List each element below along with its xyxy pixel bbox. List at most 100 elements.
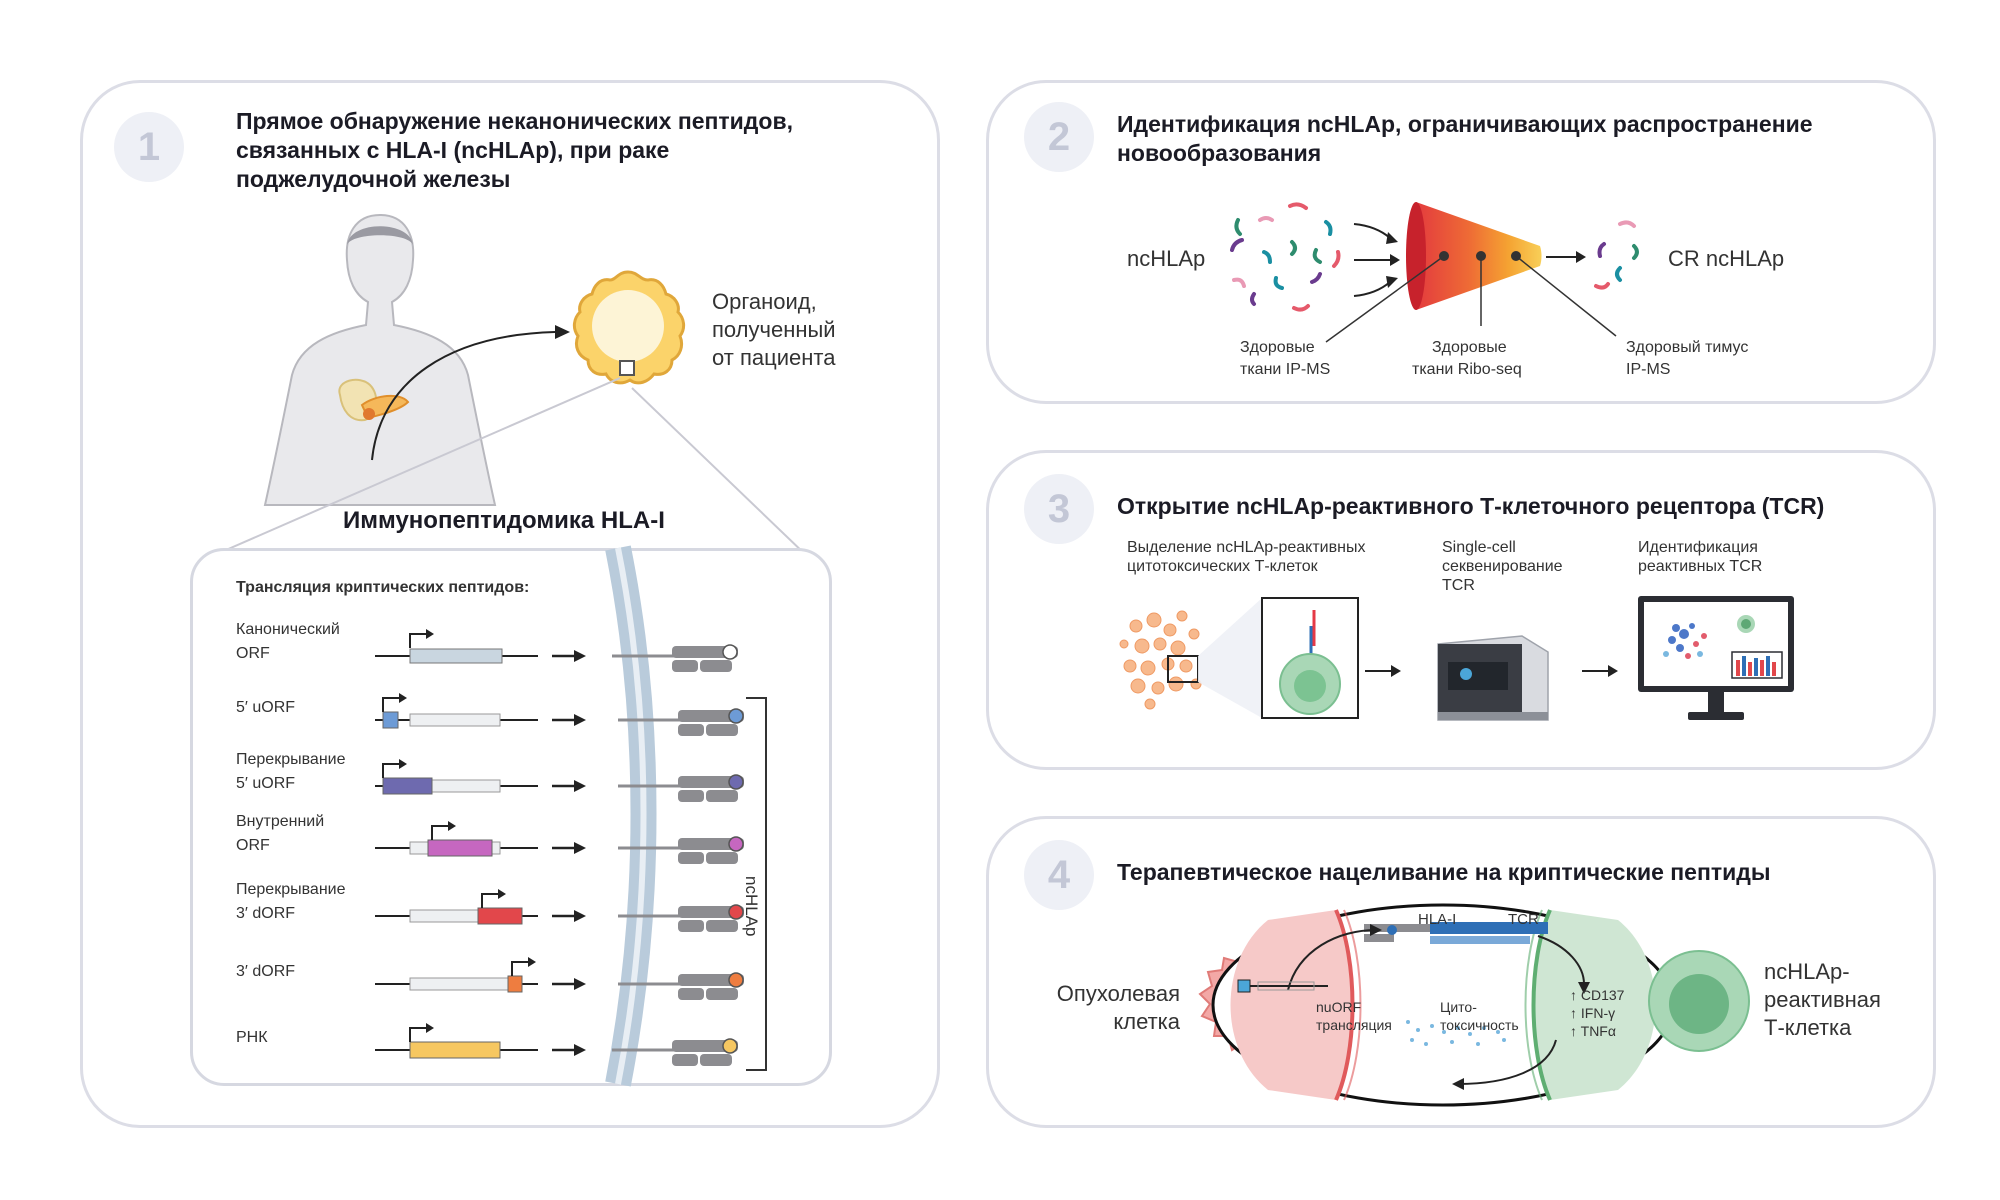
orf-row-label: РНК [236,1026,268,1050]
start-site-arrow [481,893,500,908]
translation-arrowhead [574,910,586,922]
bracket-label: ncHLAp [742,876,761,937]
nchlap-bracket [746,697,767,1071]
orf-box [507,975,523,993]
start-site-arrowhead [399,693,407,703]
orf-row-label-line: ORF [236,645,270,662]
marker-cd137: ↑ CD137 [1570,987,1625,1003]
translation-arrowhead [574,714,586,726]
transfer-arrow [371,325,570,461]
orf-box [477,907,523,925]
panel-2-title-line: новообразования [1117,140,1322,166]
hla-domain [700,1054,732,1066]
reactive-tcell-label: ncHLAp- реактивная Т-клетка [1764,958,1881,1042]
organoid-label-line: полученный [712,317,836,342]
filter-2-label: Здоровые ткани Ribo-seq [1412,337,1522,381]
organoid-label-line: Органоид, [712,289,817,314]
hla-domain [678,710,744,722]
step-1-label-line: Выделение ncHLAp-реактивных [1127,539,1366,556]
step-3-label-line: Идентификация [1638,539,1758,556]
orf-row-label-line: 3′ dORF [236,963,296,980]
orf-row-graphic [375,889,744,932]
peptide [728,774,744,790]
orf-row-label-line: Внутренний [236,813,325,830]
hla-domain [678,920,704,932]
filter-2-label-line: ткани Ribo-seq [1412,361,1522,378]
step-1-label-line: цитотоксических Т-клеток [1127,558,1318,575]
orf-row-label-line: Перекрывание [236,751,346,768]
hla-domain [678,988,704,1000]
start-site-arrowhead [498,889,506,899]
filter-1-label-line: ткани IP-MS [1240,361,1331,378]
orf-box [382,777,433,795]
filter-3-label-line: Здоровый тимус [1626,339,1749,356]
panel-2-number: 2 [1024,102,1094,172]
sequencer-illustration [1437,635,1549,721]
panel-3-number: 3 [1024,474,1094,544]
reactive-tcell-label-line: Т-клетка [1764,1015,1852,1040]
hla-domain [672,1040,738,1052]
peptide [722,1038,738,1054]
translation-arrowhead [574,780,586,792]
step-2-label-line: секвенирование [1442,558,1563,575]
canonical-orf-box [409,648,503,664]
filter-1-label: Здоровые ткани IP-MS [1240,337,1330,381]
hla-domain [706,852,738,864]
panel-4-number: 4 [1024,840,1094,910]
panel-1-title-line: связанных с HLA-I (ncHLAp), при раке [236,137,670,163]
reactive-tcell-label-line: реактивная [1764,987,1881,1012]
panel-1-title-line: Прямое обнаружение неканонических пептид… [236,108,793,134]
hla-domain [678,974,744,986]
orf-box [382,711,399,729]
orf-box [409,1041,501,1059]
peptide [722,644,738,660]
immunopeptidomics-label: Иммунопептидомика HLA-I [343,507,665,534]
orf-row-graphic [375,821,744,864]
filter-1-label-line: Здоровые [1240,339,1315,356]
hla-domain [706,988,738,1000]
panel-2-title-line: Идентификация ncHLAp, ограничивающих рас… [1117,111,1813,137]
start-site-arrowhead [528,957,536,967]
peptide [728,708,744,724]
start-site-arrow [409,633,428,648]
filter-leader-lines [1325,255,1617,343]
orf-row-graphic [375,1023,738,1066]
monitor-illustration [1638,596,1794,720]
step-2-label: Single-cell секвенирование TCR [1442,538,1563,595]
card-title: Трансляция криптических пептидов: [236,579,530,596]
filter-3-label: Здоровый тимус IP-MS [1626,337,1748,381]
hla-domain [678,724,704,736]
translation-arrowhead [574,650,586,662]
orf-row-graphic [375,629,738,672]
step-arrow [1582,665,1618,677]
translation-arrowhead [574,1044,586,1056]
translation-arrowhead [574,978,586,990]
hla-domain [672,660,698,672]
filter-2-label-line: Здоровые [1432,339,1507,356]
step-2-label-line: TCR [1442,577,1475,594]
peptide-cloud-output [1594,220,1639,290]
nuorf-translation-label: nuORF трансляция [1316,998,1392,1034]
t-cell-illustration [1648,950,1750,1052]
funnel-input-arrows [1353,223,1400,297]
orf-row-graphic [375,957,744,1000]
cytotoxicity-label-line: токсичность [1440,1017,1519,1033]
start-site-arrowhead [426,1023,434,1033]
panel-3-title: Открытие ncHLAp-реактивного Т-клеточного… [1117,493,1825,519]
panel-1-title-line: поджелудочной железы [236,166,511,192]
start-site-arrow [511,961,530,976]
hla-domain [706,724,738,736]
hla-domain [678,838,744,850]
immune-synapse-illustration [1211,903,1675,1107]
orf-row-graphic [375,759,744,802]
hla-domain [700,660,732,672]
tumor-cell-label: Опухолевая клетка [1040,980,1180,1036]
hla-domain [672,646,738,658]
peptide [728,836,744,852]
filter-3-label-line: IP-MS [1626,361,1671,378]
orf-box [427,839,493,857]
orf-row-label-line: РНК [236,1029,268,1046]
